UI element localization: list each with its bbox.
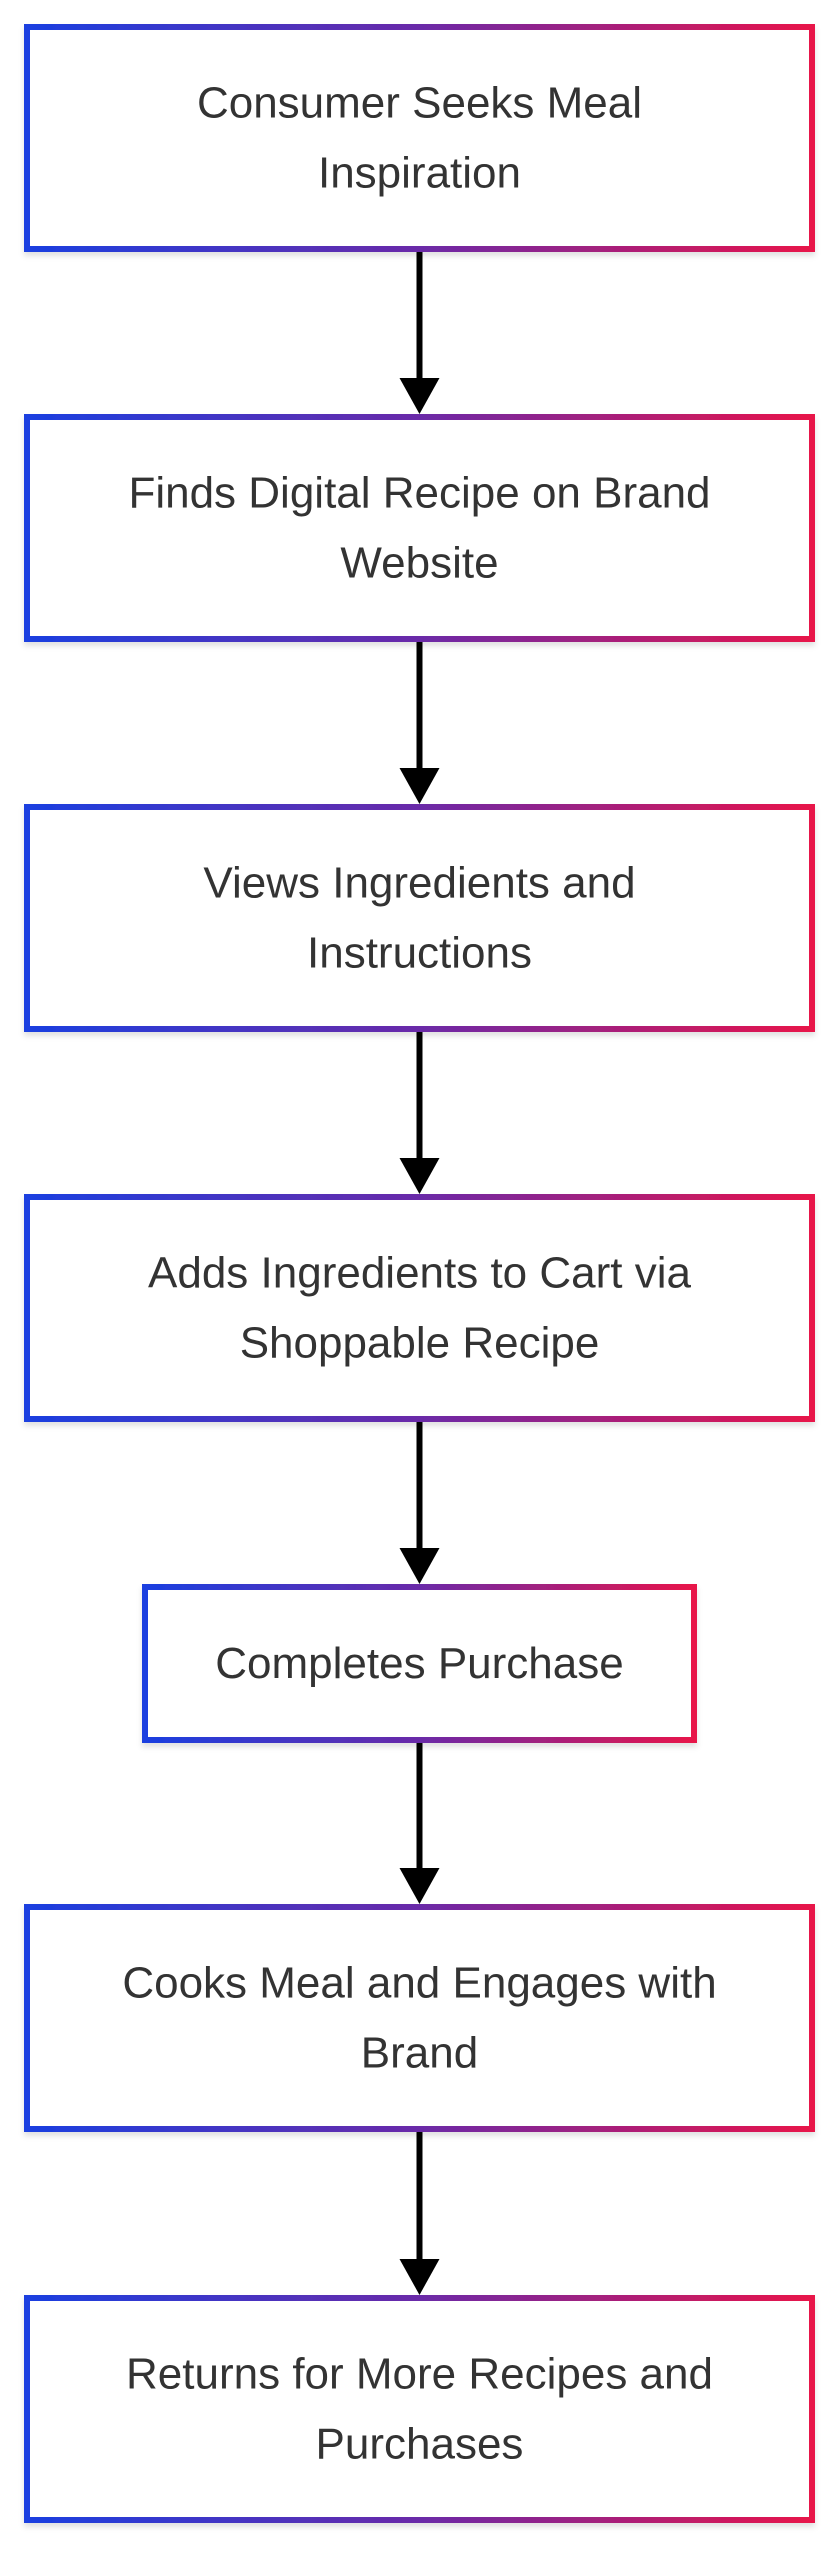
arrow-head-icon [399, 1158, 440, 1194]
flow-node-label: Adds Ingredients to Cart via [148, 1249, 691, 1298]
flow-node-box [24, 414, 815, 642]
flow-arrow-purchase-to-cook [399, 1743, 440, 1904]
flow-arrow-find-to-view [399, 642, 440, 804]
flow-node-label: Returns for More Recipes and [126, 2350, 713, 2399]
flow-node-label: Finds Digital Recipe on Brand [128, 469, 710, 518]
flow-node-label: Instructions [307, 929, 532, 978]
flow-arrow-add-to-purchase [399, 1422, 440, 1584]
flow-arrow-cook-to-return [399, 2132, 440, 2295]
flow-node-label: Inspiration [318, 149, 521, 198]
flow-node-label: Purchases [316, 2420, 524, 2469]
flow-node-label: Brand [361, 2029, 478, 2078]
flow-node-box [24, 1904, 815, 2132]
arrow-head-icon [399, 768, 440, 804]
flow-node-label: Shoppable Recipe [240, 1319, 600, 1368]
flow-node-label: Website [340, 539, 498, 588]
flow-node-box [142, 1584, 697, 1743]
arrow-head-icon [399, 1868, 440, 1904]
arrow-head-icon [399, 378, 440, 414]
flow-arrow-view-to-add [399, 1032, 440, 1194]
flow-arrow-seek-to-find [399, 252, 440, 414]
flow-node-box [24, 804, 815, 1032]
arrow-head-icon [399, 1548, 440, 1584]
flow-node-label: Cooks Meal and Engages with [122, 1959, 716, 2008]
flow-node-box [24, 24, 815, 252]
flow-node-box [24, 1194, 815, 1422]
flow-node-label: Completes Purchase [215, 1639, 623, 1688]
flow-node-label: Consumer Seeks Meal [197, 79, 642, 128]
edges-layer [399, 252, 440, 2295]
arrow-head-icon [399, 2259, 440, 2295]
flow-node-label: Views Ingredients and [203, 859, 635, 908]
flow-node-purchase: Completes Purchase [142, 1584, 697, 1743]
flow-node-box [24, 2295, 815, 2523]
